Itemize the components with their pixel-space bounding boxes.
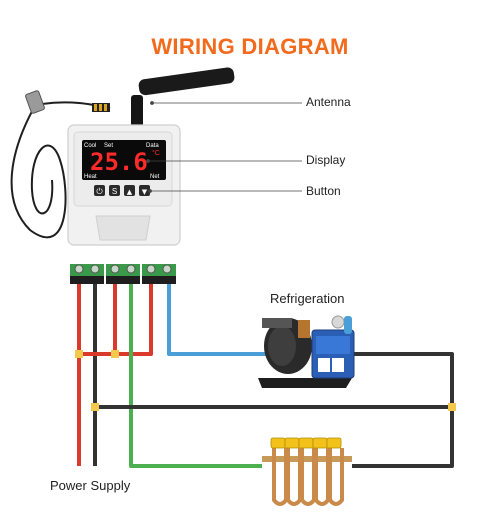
live-bridge-wire	[79, 284, 153, 356]
antenna	[131, 67, 235, 127]
set-indicator: Set	[104, 143, 113, 149]
power-supply-label: Power Supply	[50, 478, 131, 493]
heater-elements	[262, 437, 352, 506]
set-button-label: S	[112, 187, 117, 196]
wiring	[77, 284, 454, 468]
antenna-label: Antenna	[306, 95, 351, 109]
junction-markers	[75, 350, 456, 411]
cool-indicator: Cool	[84, 143, 96, 149]
compressor-return-wire	[350, 352, 454, 468]
heat-indicator: Heat	[84, 174, 97, 180]
heater-rod	[300, 448, 316, 506]
display-label: Display	[306, 153, 346, 167]
down-button[interactable]	[139, 185, 150, 196]
heater-wire	[129, 284, 262, 468]
lcd-display	[82, 140, 166, 180]
data-indicator: Data	[146, 143, 159, 149]
terminal-cover	[95, 215, 151, 241]
terminal-blocks	[70, 264, 176, 284]
refrigeration-label: Refrigeration	[270, 291, 345, 306]
unit-label: °C	[152, 149, 160, 157]
temperature-readout: 25.6	[90, 148, 148, 176]
net-indicator: Net	[150, 174, 160, 180]
heater-rod	[314, 448, 330, 506]
compressor-wire	[167, 284, 268, 356]
set-button[interactable]	[109, 185, 120, 196]
controller-device: Cool Set Data 25.6 °C Heat Net ⏻ S ▲ ▼	[67, 124, 181, 246]
down-arrow-icon: ▼	[142, 188, 148, 196]
button-row: ⏻ S ▲ ▼	[94, 185, 150, 196]
callout-lines	[146, 101, 302, 193]
diagram-title: WIRING DIAGRAM	[151, 34, 349, 59]
heater-rod	[286, 448, 302, 506]
temperature-probe	[10, 90, 111, 239]
button-label: Button	[306, 184, 341, 198]
heater-rod	[328, 448, 344, 506]
power-icon: ⏻	[96, 187, 103, 196]
heater-rod	[272, 448, 288, 506]
up-button[interactable]	[124, 185, 135, 196]
up-arrow-icon: ▲	[127, 188, 133, 196]
refrigeration-unit	[258, 315, 355, 388]
power-button[interactable]	[94, 185, 105, 196]
